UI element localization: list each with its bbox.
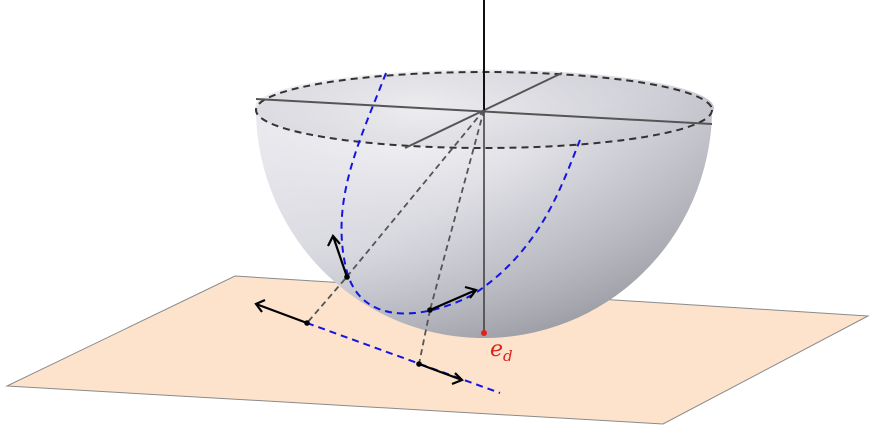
projected-line [306,322,501,394]
tangent-vector-plane-1 [254,298,308,325]
point-plane-1 [304,320,310,326]
point-e-d-label-sub: d [503,347,513,365]
helper-ray-2 [429,109,485,311]
point-e-d-label-main: e [490,337,503,362]
tangent-vector-sphere-2 [429,285,478,312]
point-e-d-label: ed [490,337,513,365]
point-sphere-2 [427,307,433,313]
helper-ray-1 [344,109,485,280]
tangent-vector-sphere-1 [327,234,349,278]
helper-ray-4 [418,309,431,365]
tangent-vector-plane-2 [418,362,464,386]
point-sphere-1 [344,274,350,280]
point-e-d-marker [481,330,487,336]
great-circle-geodesic [340,72,581,315]
point-plane-2 [416,361,422,367]
tangent-plane [5,275,870,425]
